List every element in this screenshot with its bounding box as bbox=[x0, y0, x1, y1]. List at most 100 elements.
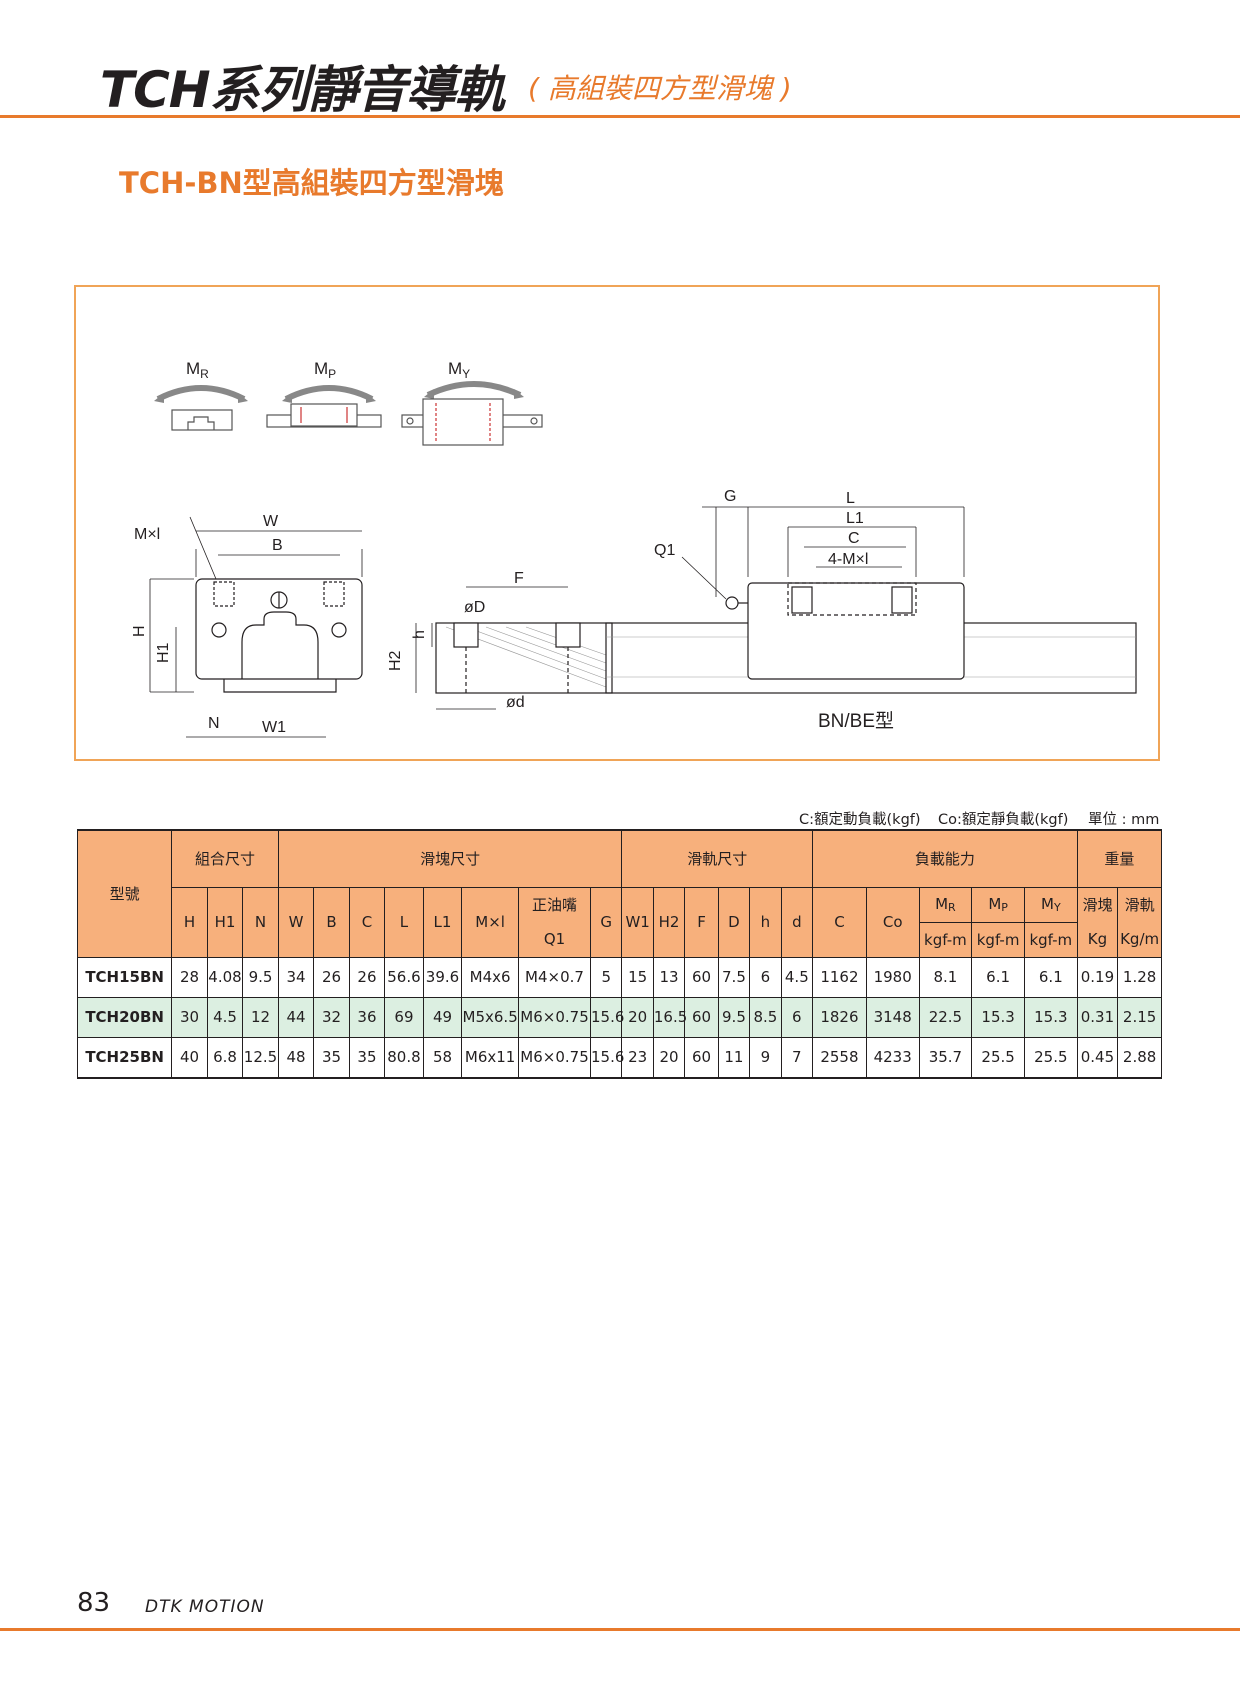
technical-drawing: MR MP MY bbox=[131, 359, 1137, 738]
value-cell: 2.88 bbox=[1117, 1036, 1162, 1079]
value-cell: 60 bbox=[684, 1036, 719, 1079]
value-cell: 11 bbox=[717, 1036, 751, 1079]
value-cell: 6 bbox=[749, 956, 782, 998]
col-q1-bottom: Q1 bbox=[518, 922, 591, 958]
page-title: TCH系列靜音導軌 bbox=[100, 61, 505, 119]
col-L1: L1 bbox=[422, 886, 463, 958]
rail-section-view: F øD h H2 ød bbox=[387, 570, 613, 711]
value-cell: 20 bbox=[621, 996, 654, 1038]
value-cell: 15.6 bbox=[589, 996, 624, 1038]
value-cell: 35.7 bbox=[918, 1036, 973, 1079]
header-group-block: 滑塊尺寸 bbox=[277, 829, 623, 888]
value-cell: 13 bbox=[652, 956, 686, 998]
col-weight-rail-unit: Kg/m bbox=[1117, 922, 1162, 958]
svg-text:N: N bbox=[208, 715, 220, 732]
value-cell: 0.19 bbox=[1076, 956, 1119, 998]
value-cell: 4233 bbox=[865, 1036, 920, 1079]
svg-text:H1: H1 bbox=[155, 642, 172, 663]
value-cell: 9 bbox=[749, 1036, 782, 1079]
value-cell: 3148 bbox=[865, 996, 920, 1038]
value-cell: 4.5 bbox=[206, 996, 244, 1038]
col-N: N bbox=[242, 886, 279, 958]
col-W: W bbox=[277, 886, 315, 958]
spec-table: 型號 組合尺寸 滑塊尺寸 滑軌尺寸 負載能力 重量 H H1 N W B C L… bbox=[76, 829, 1163, 1079]
section-title: TCH-BN型高組裝四方型滑塊 bbox=[119, 166, 504, 200]
col-G: G bbox=[589, 886, 623, 958]
value-cell: 6.1 bbox=[971, 956, 1025, 998]
value-cell: 60 bbox=[684, 956, 719, 998]
svg-text:h: h bbox=[411, 630, 428, 639]
note-c-dynamic-load: C:額定動負載(kgf) bbox=[799, 812, 921, 828]
col-weight-rail-top: 滑軌 bbox=[1117, 886, 1162, 922]
col-weight-block-top: 滑塊 bbox=[1076, 886, 1119, 922]
svg-text:4-M×l: 4-M×l bbox=[828, 551, 868, 568]
footer-rule bbox=[0, 1628, 1240, 1631]
svg-text:MR: MR bbox=[186, 359, 209, 381]
value-cell: 40 bbox=[171, 1036, 208, 1079]
col-C-dynamic: C bbox=[812, 886, 867, 958]
svg-text:H: H bbox=[131, 625, 148, 637]
header-group-assembly: 組合尺寸 bbox=[171, 829, 279, 888]
value-cell: M6×0.75 bbox=[518, 1036, 591, 1079]
header-group-load: 負載能力 bbox=[812, 829, 1078, 888]
value-cell: 44 bbox=[277, 996, 315, 1038]
col-D: D bbox=[717, 886, 751, 958]
value-cell: 1162 bbox=[812, 956, 867, 998]
value-cell: 48 bbox=[277, 1036, 315, 1079]
value-cell: 7 bbox=[780, 1036, 814, 1079]
value-cell: 9.5 bbox=[717, 996, 751, 1038]
svg-text:øD: øD bbox=[464, 599, 485, 616]
value-cell: 23 bbox=[621, 1036, 654, 1079]
value-cell: 15 bbox=[621, 956, 654, 998]
svg-text:L: L bbox=[846, 490, 855, 507]
value-cell: 30 bbox=[171, 996, 208, 1038]
svg-text:H2: H2 bbox=[387, 650, 404, 671]
svg-text:Q1: Q1 bbox=[654, 542, 675, 559]
moment-mr-icon: MR bbox=[154, 359, 248, 431]
value-cell: 1.28 bbox=[1117, 956, 1162, 998]
col-MP: MP bbox=[971, 886, 1025, 923]
value-cell: M5x6.5 bbox=[461, 996, 520, 1038]
value-cell: 34 bbox=[277, 956, 315, 998]
model-cell: TCH25BN bbox=[76, 1036, 173, 1079]
page-number: 83 bbox=[77, 1588, 111, 1618]
value-cell: 58 bbox=[422, 1036, 463, 1079]
value-cell: M6×0.75 bbox=[518, 996, 591, 1038]
value-cell: 60 bbox=[684, 996, 719, 1038]
col-C: C bbox=[348, 886, 386, 958]
col-MR-unit: kgf-m bbox=[918, 921, 973, 958]
value-cell: 15.3 bbox=[971, 996, 1025, 1038]
svg-text:ød: ød bbox=[506, 694, 525, 711]
col-B: B bbox=[313, 886, 350, 958]
col-H: H bbox=[171, 886, 208, 958]
col-W1: W1 bbox=[621, 886, 654, 958]
svg-text:M×l: M×l bbox=[134, 526, 160, 543]
value-cell: 25.5 bbox=[1023, 1036, 1078, 1079]
front-view: M×l W B H H1 N W1 bbox=[131, 513, 363, 738]
col-Mxl: M×l bbox=[461, 886, 520, 958]
value-cell: M6x11 bbox=[461, 1036, 520, 1079]
model-cell: TCH15BN bbox=[76, 956, 173, 998]
value-cell: 20 bbox=[652, 1036, 686, 1079]
col-H1: H1 bbox=[206, 886, 244, 958]
col-MY-unit: kgf-m bbox=[1023, 921, 1078, 958]
value-cell: 2.15 bbox=[1117, 996, 1162, 1038]
value-cell: 9.5 bbox=[242, 956, 279, 998]
value-cell: 2558 bbox=[812, 1036, 867, 1079]
value-cell: 7.5 bbox=[717, 956, 751, 998]
value-cell: 4.08 bbox=[206, 956, 244, 998]
value-cell: 8.5 bbox=[749, 996, 782, 1038]
value-cell: 5 bbox=[589, 956, 623, 998]
col-H2: H2 bbox=[652, 886, 686, 958]
svg-text:G: G bbox=[724, 488, 736, 505]
value-cell: 6 bbox=[780, 996, 814, 1038]
value-cell: 6.1 bbox=[1023, 956, 1078, 998]
value-cell: 36 bbox=[348, 996, 386, 1038]
value-cell: M4x6 bbox=[461, 956, 520, 998]
brand-name: DTK MOTION bbox=[145, 1597, 265, 1617]
note-co-static-load: Co:額定靜負載(kgf) bbox=[938, 812, 1069, 828]
value-cell: 8.1 bbox=[918, 956, 973, 998]
